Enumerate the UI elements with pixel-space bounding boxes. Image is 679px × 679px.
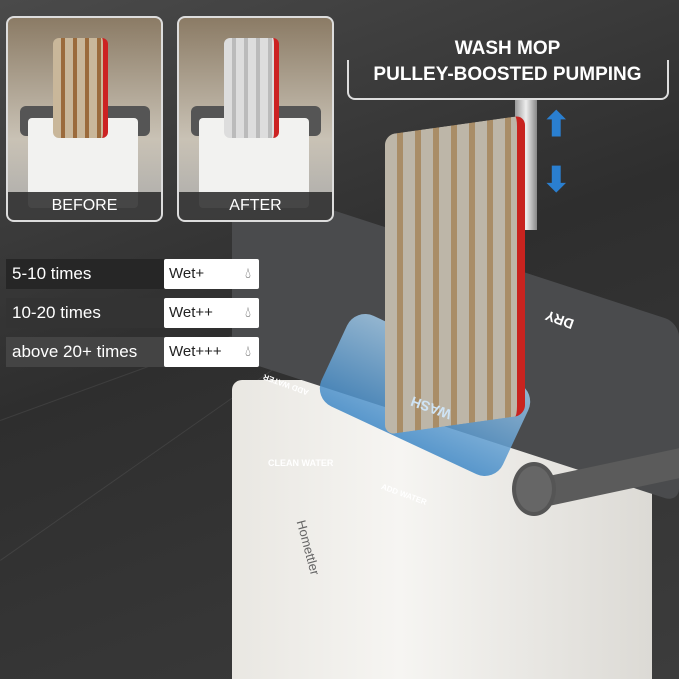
before-label: BEFORE bbox=[8, 192, 161, 220]
headline-line1: WASH MOP bbox=[454, 38, 561, 59]
water-drop-icon: 💧︎ bbox=[244, 343, 251, 360]
dirty-mop-pad bbox=[385, 115, 525, 435]
dirty-mop-pad bbox=[53, 38, 108, 138]
headline-bracket bbox=[347, 60, 669, 100]
clean-mop-pad bbox=[224, 38, 279, 138]
water-drop-icon: 💧︎ bbox=[244, 304, 251, 321]
after-label: AFTER bbox=[179, 192, 332, 220]
times-label: 10-20 times bbox=[6, 298, 166, 328]
before-thumbnail: BEFORE bbox=[6, 16, 163, 222]
after-thumbnail: AFTER bbox=[177, 16, 334, 222]
times-label: above 20+ times bbox=[6, 337, 166, 367]
wet-level-text: Wet++ bbox=[169, 304, 213, 321]
wet-level: Wet+++ 💧︎ bbox=[164, 337, 259, 367]
wet-level: Wet+ 💧︎ bbox=[164, 259, 259, 289]
times-label: 5-10 times bbox=[6, 259, 166, 289]
arrow-down-icon: ⬇ bbox=[542, 161, 571, 199]
clean-water-label: CLEAN WATER bbox=[268, 458, 334, 468]
water-drop-icon: 💧︎ bbox=[244, 265, 251, 282]
wet-level-text: Wet+++ bbox=[169, 343, 222, 360]
handle-knob bbox=[512, 462, 556, 516]
wet-level: Wet++ 💧︎ bbox=[164, 298, 259, 328]
headline: WASH MOP PULLEY-BOOSTED PUMPING bbox=[345, 36, 670, 88]
arrow-up-icon: ⬆ bbox=[542, 106, 571, 144]
wet-level-text: Wet+ bbox=[169, 265, 205, 282]
headline-line2: PULLEY-BOOSTED PUMPING bbox=[373, 64, 642, 85]
